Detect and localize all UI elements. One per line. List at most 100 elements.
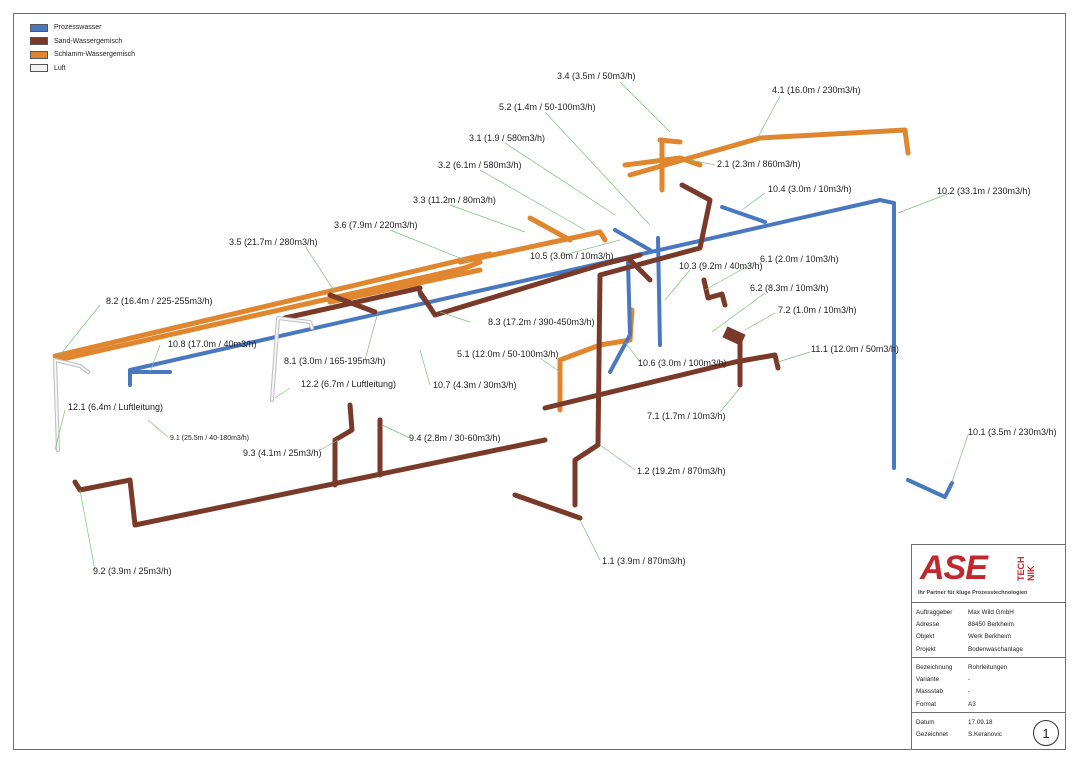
legend-item-prozesswasser: Prozesswasser — [30, 21, 135, 35]
legend-item-sand: Sand-Wassergemisch — [30, 35, 135, 49]
tb-row: Projekt Bodenwaschanlage — [912, 643, 1065, 655]
tb-value: Werk Berkheim — [968, 633, 1011, 641]
label-3-3: 3.3 (11.2m / 80m3/h) — [413, 195, 496, 205]
label-9-3: 9.3 (4.1m / 25m3/h) — [243, 448, 322, 458]
pipe-6-1 — [627, 257, 653, 283]
drawing-frame — [13, 13, 1066, 750]
tb-value: Bodenwaschanlage — [968, 645, 1023, 653]
pipe-3-4 — [657, 137, 683, 193]
tb-key: Format — [916, 700, 936, 708]
label-3-6: 3.6 (7.9m / 220m3/h) — [334, 220, 418, 230]
label-9-4: 9.4 (2.8m / 30-60m3/h) — [409, 433, 501, 443]
legend-swatch — [30, 37, 48, 46]
legend-swatch — [30, 64, 48, 73]
tb-key: Adresse — [916, 620, 940, 628]
label-10-2: 10.2 (33.1m / 230m3/h) — [937, 186, 1031, 196]
label-8-2: 8.2 (16.4m / 225-255m3/h) — [106, 296, 213, 306]
pipe-4-1 — [627, 127, 911, 178]
pipe-9-1 — [72, 437, 548, 528]
company-logo: ASE TECH NIK Ihr Partner für kluge Proze… — [912, 545, 1065, 603]
pipe-11-1 — [542, 352, 781, 411]
logo-side-text: TECH NIK — [1016, 556, 1036, 582]
legend-label: Schlamm-Wassergemisch — [54, 51, 136, 59]
label-12-2: 12.2 (6.7m / Luftleitung) — [301, 379, 396, 389]
pipe-6-2 — [701, 277, 728, 308]
pipe-3-3 — [457, 229, 608, 265]
pipe-2-1 — [622, 155, 703, 168]
legend-label: Luft — [54, 64, 66, 72]
tb-row: Objekt Werk Berkheim — [912, 631, 1065, 643]
tb-row: Massstab - — [912, 686, 1065, 698]
tb-key: Bezeichnung — [916, 663, 953, 671]
label-6-1: 6.1 (2.0m / 10m3/h) — [760, 254, 839, 264]
label-3-1: 3.1 (1.9 / 580m3/h) — [469, 133, 545, 143]
legend-item-luft: Luft — [30, 62, 135, 76]
label-10-5: 10.5 (3.0m / 10m3/h) — [530, 251, 614, 261]
legend-label: Sand-Wassergemisch — [54, 37, 123, 45]
legend-swatch — [30, 50, 48, 59]
label-11-1: 11.1 (12.0m / 50m3/h) — [811, 344, 899, 354]
label-4-1: 4.1 (16.0m / 230m3/h) — [772, 85, 861, 95]
pipe-10-3 — [656, 236, 662, 347]
tb-key: Gezeichnet — [916, 731, 948, 739]
tb-key: Auftraggeber — [916, 608, 953, 616]
label-7-1: 7.1 (1.7m / 10m3/h) — [647, 411, 726, 421]
label-10-3: 10.3 (9.2m / 40m3/h) — [679, 261, 763, 271]
title-block-date: Datum 17.09.18 Gezeichnet S.Keranovic — [912, 713, 1065, 743]
tb-value: 88450 Berkheim — [968, 620, 1014, 628]
label-7-2: 7.2 (1.0m / 10m3/h) — [778, 305, 857, 315]
logo-text: ASE — [920, 549, 988, 587]
title-block: ASE TECH NIK Ihr Partner für kluge Proze… — [911, 544, 1066, 750]
label-10-7: 10.7 (4.3m / 30m3/h) — [433, 380, 517, 390]
label-3-5: 3.5 (21.7m / 280m3/h) — [229, 237, 318, 247]
label-10-4: 10.4 (3.0m / 10m3/h) — [768, 184, 852, 194]
label-1-2: 1.2 (19.2m / 870m3/h) — [637, 466, 726, 476]
pipe-10-2 — [128, 198, 896, 470]
pipe-10-1 — [906, 478, 954, 499]
legend-label: Prozesswasser — [54, 24, 102, 32]
tb-key: Variante — [916, 676, 939, 684]
label-9-1: 9.1 (25.5m / 40-180m3/h) — [170, 435, 249, 442]
tb-key: Projekt — [916, 645, 936, 653]
pipe-10-5 — [613, 228, 652, 252]
label-3-2: 3.2 (6.1m / 580m3/h) — [438, 160, 522, 170]
title-block-drawing: Bezeichnung Rohrleitungen Variante - Masss… — [912, 658, 1065, 714]
sheet-number: 1 — [1033, 720, 1059, 746]
label-10-6: 10.6 (3.0m / 100m3/h) — [638, 358, 727, 368]
label-3-4: 3.4 (3.5m / 50m3/h) — [557, 71, 636, 81]
pipe-3-1-brown — [282, 285, 423, 321]
tb-row: Gezeichnet S.Keranovic — [912, 729, 1065, 741]
logo-slogan: Ihr Partner für kluge Prozesstechnologie… — [918, 590, 1028, 596]
pipe-10-4 — [720, 205, 767, 224]
label-6-2: 6.2 (8.3m / 10m3/h) — [750, 283, 829, 293]
legend: Prozesswasser Sand-Wassergemisch Schlamm… — [30, 21, 135, 75]
legend-item-schlamm: Schlamm-Wassergemisch — [30, 48, 135, 62]
tb-value: 17.09.18 — [968, 719, 993, 727]
tb-value: Rohrleitungen — [968, 663, 1008, 671]
pipe-3-6 — [327, 267, 483, 305]
pipe-3-2 — [527, 215, 573, 243]
label-12-1: 12.1 (6.4m / Luftleitung) — [68, 402, 163, 412]
legend-swatch — [30, 23, 48, 32]
pipe-1-2 — [572, 182, 713, 508]
tb-key: Massstab — [916, 688, 943, 696]
tb-row: Datum 17.09.18 — [912, 716, 1065, 728]
label-10-8: 10.8 (17.0m / 40m3/h) — [168, 339, 257, 349]
tb-value: - — [968, 676, 971, 684]
tb-value: A3 — [968, 700, 976, 708]
tb-row: Auftraggeber Max Wild GmbH — [912, 606, 1065, 618]
label-8-3: 8.3 (17.2m / 390-450m3/h) — [488, 317, 595, 327]
label-1-1: 1.1 (3.9m / 870m3/h) — [602, 556, 686, 566]
tb-value: - — [968, 688, 971, 696]
tb-value: S.Keranovic — [968, 731, 1002, 739]
tb-row: Variante - — [912, 673, 1065, 685]
valve-7-2 — [722, 326, 746, 346]
pipe-1-1 — [512, 492, 583, 521]
label-8-1: 8.1 (3.0m / 165-195m3/h) — [284, 356, 386, 366]
label-5-2: 5.2 (1.4m / 50-100m3/h) — [499, 102, 596, 112]
tb-key: Datum — [916, 719, 935, 727]
pipe-3-5 — [55, 259, 483, 363]
tb-value: Max Wild GmbH — [968, 608, 1014, 616]
tb-key: Objekt — [916, 633, 935, 641]
